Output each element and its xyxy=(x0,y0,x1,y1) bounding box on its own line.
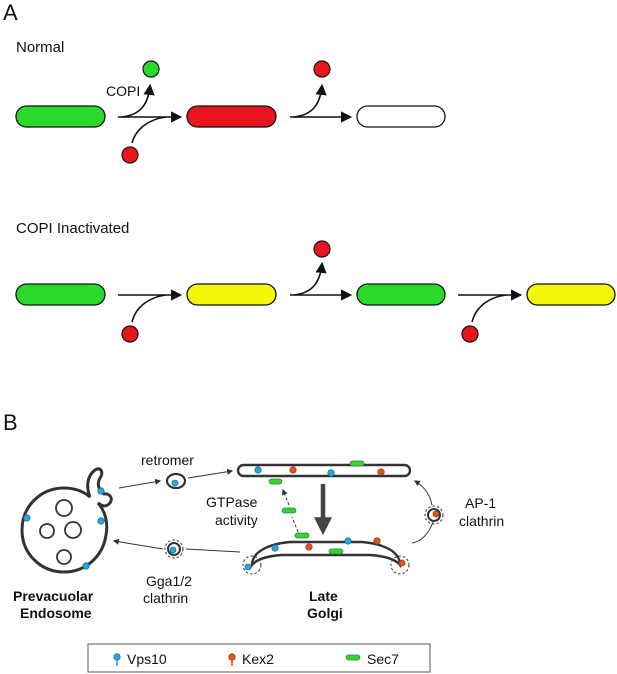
legend-kex2-label: Kex2 xyxy=(242,651,274,667)
export-arrow xyxy=(293,261,327,296)
retromer-label: retromer xyxy=(141,452,194,468)
ap1-label-1: AP-1 xyxy=(465,495,496,511)
gga-vesicle xyxy=(164,539,184,559)
copi-export-arrow xyxy=(121,83,155,118)
gtpase-label-2: activity xyxy=(215,512,258,528)
yellow-cisterna xyxy=(186,283,277,306)
import-curve xyxy=(131,116,167,144)
export-arrow xyxy=(293,83,327,118)
vps10-marker xyxy=(23,514,31,522)
green-cisterna xyxy=(356,283,446,306)
ap1-vesicle xyxy=(424,505,444,525)
import-curve xyxy=(471,294,507,323)
legend: Vps10 Kex2 Sec7 xyxy=(87,643,431,673)
panel-a-label: A xyxy=(3,0,18,25)
prevacuolar-label-2: Endosome xyxy=(20,605,92,621)
red-vesicle xyxy=(121,146,139,164)
sec7-marker xyxy=(281,507,297,514)
vps10-marker xyxy=(97,517,105,525)
red-vesicle xyxy=(121,325,139,343)
legend-sec7-label: Sec7 xyxy=(367,651,399,667)
vps10-marker xyxy=(97,487,105,495)
gtpase-path-1 xyxy=(291,516,299,533)
legend-sec7-icon xyxy=(345,654,361,661)
retromer-vesicle xyxy=(165,472,187,490)
golgi-label-2: Golgi xyxy=(307,605,343,621)
retromer-arrow-1 xyxy=(118,478,162,489)
red-cisterna xyxy=(186,105,277,128)
golgi-label-1: Late xyxy=(309,588,338,604)
normal-title: Normal xyxy=(16,39,64,56)
vps10-marker xyxy=(82,562,90,570)
ap1-label-2: clathrin xyxy=(459,513,504,529)
ap1-path-1 xyxy=(411,521,434,544)
legend-vps10-icon xyxy=(113,653,121,666)
upper-golgi-cisterna xyxy=(236,460,412,485)
ap1-path-2 xyxy=(413,480,433,506)
copi-inactivated-title: COPI Inactivated xyxy=(16,220,129,237)
copi-label: COPI xyxy=(106,83,140,99)
red-vesicle xyxy=(461,325,479,343)
late-golgi-cisterna xyxy=(242,532,410,575)
green-vesicle xyxy=(142,60,160,78)
gtpase-label-1: GTPase xyxy=(206,494,258,510)
gga-path-2 xyxy=(112,538,164,550)
yellow-cisterna xyxy=(526,283,616,306)
green-cisterna xyxy=(15,105,106,128)
gga-label-2: clathrin xyxy=(143,590,188,606)
gga-path-1 xyxy=(185,548,241,553)
prevacuolar-label-1: Prevacuolar xyxy=(13,588,94,604)
red-vesicle xyxy=(313,240,331,258)
retromer-arrow-2 xyxy=(187,468,234,479)
panel-b-label: B xyxy=(3,410,18,435)
legend-kex2-icon xyxy=(228,653,236,666)
red-vesicle xyxy=(313,60,331,78)
gtpase-path-2 xyxy=(281,488,290,506)
green-cisterna xyxy=(15,283,106,306)
legend-vps10-label: Vps10 xyxy=(127,651,167,667)
white-cisterna xyxy=(356,105,446,128)
prevacuolar-endosome xyxy=(20,467,113,574)
gga-label-1: Gga1/2 xyxy=(146,573,192,589)
import-curve xyxy=(131,294,167,323)
